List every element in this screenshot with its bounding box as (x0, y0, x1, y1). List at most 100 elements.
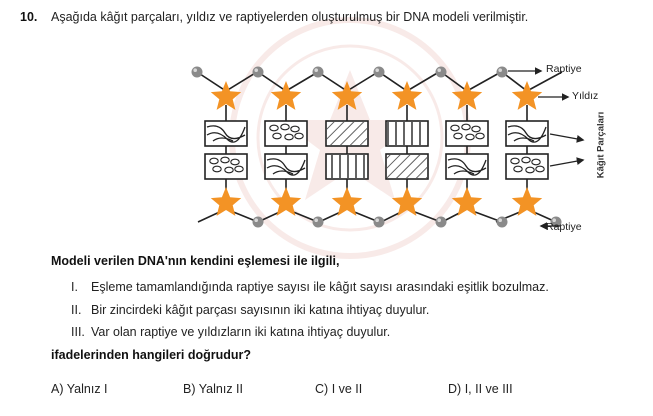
pin-top-4-head (373, 66, 385, 78)
rung-5 (445, 105, 489, 195)
paper-bottom-6-oval-2 (531, 158, 541, 166)
pin-bottom-4-highlight (437, 218, 442, 222)
option-c[interactable]: C) I ve II (315, 382, 362, 396)
option-c-letter: C) (315, 382, 329, 396)
pin-top-5-head (435, 66, 447, 78)
paper-bottom-1-oval-3 (212, 165, 222, 173)
option-d-letter: D) (448, 382, 462, 396)
paper-top-2-oval-5 (294, 132, 304, 140)
option-b[interactable]: B) Yalnız II (183, 382, 243, 396)
option-a-letter: A) (51, 382, 64, 396)
pin-bottom-4-head (435, 216, 447, 228)
pin-top-4 (373, 66, 385, 78)
star-bottom-6 (511, 187, 543, 216)
paper-bottom-1-oval-0 (209, 157, 219, 165)
star-top-2 (270, 81, 302, 110)
paper-bottom-4-hatch (387, 155, 427, 178)
question-number: 10. (20, 10, 38, 24)
rung-6 (505, 105, 549, 195)
pin-top-6-head (496, 66, 508, 78)
paper-top-2-oval-1 (280, 123, 290, 131)
statement-3: III.Var olan raptiye ve yıldızların iki … (71, 325, 390, 339)
dna-model-figure (191, 66, 585, 230)
option-c-text: I ve II (331, 382, 363, 396)
question-text: Aşağıda kâğıt parçaları, yıldız ve rapti… (51, 10, 529, 24)
pin-top-6-highlight (498, 68, 503, 72)
option-a-text: Yalnız I (66, 382, 108, 396)
rung-1 (204, 105, 248, 195)
statement-2: II.Bir zincirdeki kâğıt parçası sayısını… (71, 303, 429, 317)
option-b-letter: B) (183, 382, 196, 396)
pin-top-2 (252, 66, 264, 78)
star-bottom-4 (391, 187, 423, 216)
pin-bottom-6 (550, 216, 562, 228)
pin-top-6 (496, 66, 508, 78)
statement-1: I. Eşleme tamamlandığında raptiye sayısı … (71, 280, 549, 294)
paper-bottom-6-oval-0 (510, 157, 520, 165)
paper-top-5-oval-0 (450, 124, 460, 132)
pin-bottom-2-highlight (314, 218, 319, 222)
pin-top-5 (435, 66, 447, 78)
star-top-3 (331, 81, 363, 110)
paper-top-4-hatch (387, 122, 427, 145)
star-top-6 (511, 81, 543, 110)
pin-top-3 (312, 66, 324, 78)
paper-bottom-1-oval-4 (224, 166, 234, 174)
pin-bottom-6-highlight (552, 218, 556, 222)
paper-top-1-swirl (206, 125, 246, 143)
pin-top-2-head (252, 66, 264, 78)
paper-bottom-2-swirl (266, 158, 306, 176)
rung-3 (325, 105, 369, 195)
pin-bottom-5 (496, 216, 508, 228)
paper-top-2-oval-2 (290, 125, 300, 133)
pin-top-3-highlight (314, 68, 319, 72)
paper-top-5-oval-3 (453, 132, 463, 140)
pin-bottom-2 (312, 216, 324, 228)
paper-top-5-oval-2 (471, 125, 481, 133)
pin-bottom-3 (373, 216, 385, 228)
pin-bottom-1 (252, 216, 264, 228)
pin-top-3-head (312, 66, 324, 78)
paper-top-5-oval-1 (461, 123, 471, 131)
pin-bottom-3-head (373, 216, 385, 228)
paper-bottom-1-oval-5 (234, 165, 244, 173)
question-stem: Modeli verilen DNA'nın kendini eşlemesi … (51, 254, 340, 268)
statement-1-number: I. (71, 280, 78, 294)
pin-bottom-5-highlight (498, 218, 503, 222)
pin-bottom-4 (435, 216, 447, 228)
pin-top-1-head (191, 66, 203, 78)
paper-top-2-oval-0 (269, 124, 279, 132)
paper-bottom-6-oval-5 (535, 165, 545, 173)
question-ask: ifadelerinden hangileri doğrudur? (51, 348, 252, 362)
label-kagit-parcalari: Kâğıt Parçaları (595, 111, 607, 179)
paper-top-6-swirl (507, 125, 547, 143)
option-d[interactable]: D) I, II ve III (448, 382, 513, 396)
rung-4 (385, 105, 429, 195)
pin-bottom-2-head (312, 216, 324, 228)
pin-top-2-highlight (254, 68, 258, 72)
paper-bottom-1-oval-1 (220, 156, 230, 164)
pointer-paper-top (549, 133, 585, 143)
label-raptiye-bottom: Raptiye (546, 221, 582, 233)
statement-1-text: Eşleme tamamlandığında raptiye sayısı il… (91, 280, 549, 294)
label-kagit-parcalari-box: Kâğıt Parçaları (594, 105, 608, 185)
paper-top-5-oval-5 (475, 132, 485, 140)
paper-top-3-hatch (327, 122, 367, 145)
pin-top-1-highlight (193, 68, 197, 72)
paper-bottom-6-oval-3 (513, 165, 523, 173)
pointer-paper-bottom (549, 157, 585, 167)
label-raptiye-top: Raptiye (546, 63, 582, 75)
paper-top-5-oval-4 (465, 133, 475, 141)
star-top-5 (451, 81, 483, 110)
pin-bottom-1-head (252, 216, 264, 228)
option-a[interactable]: A) Yalnız I (51, 382, 108, 396)
star-top-4 (391, 81, 423, 110)
pin-top-1 (191, 66, 203, 78)
statement-3-number: III. (71, 325, 85, 339)
pin-bottom-3-highlight (375, 218, 380, 222)
star-top-1 (210, 81, 242, 110)
option-b-text: Yalnız II (198, 382, 243, 396)
paper-bottom-6-oval-1 (521, 156, 531, 164)
star-bottom-3 (331, 187, 363, 216)
paper-bottom-3-hatch (327, 155, 367, 178)
